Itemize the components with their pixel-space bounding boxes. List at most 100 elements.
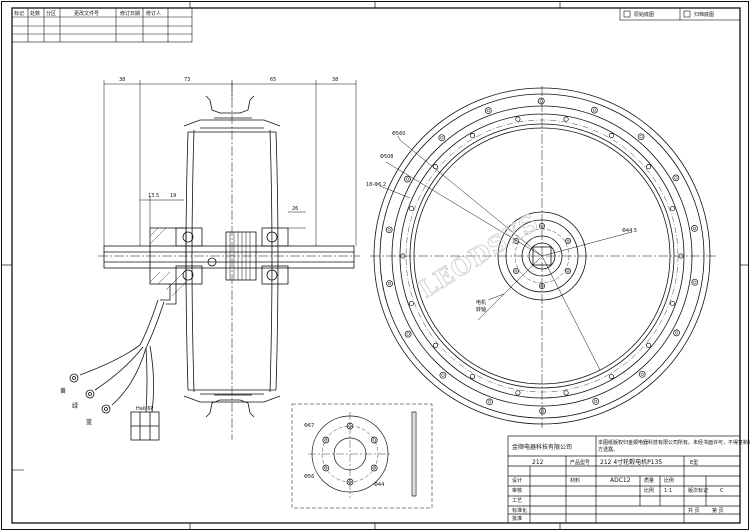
- spoke-hole: [645, 342, 652, 348]
- spoke-hole: [563, 116, 569, 122]
- scale-label: 比例: [644, 487, 654, 494]
- rim-bolt-hole: [691, 225, 698, 232]
- dim-flange-2: Φ44: [374, 482, 384, 488]
- rim-bolt-hole-inner: [592, 108, 597, 112]
- rim-bolt-hole-inner: [639, 135, 643, 139]
- rev-h0: 标记: [14, 10, 24, 17]
- dim-top-1: 73: [184, 77, 190, 83]
- weight-label: 质量: [644, 477, 654, 484]
- hub-bolt-hole: [539, 283, 545, 289]
- inner-border: [11, 7, 741, 524]
- rim-bolt-hole: [404, 330, 412, 338]
- rim-bolt-hole-inner: [387, 282, 392, 286]
- top-right-boxes: [619, 7, 741, 21]
- spoke-hole: [515, 116, 521, 122]
- side-view: [98, 82, 360, 440]
- total-sheets: 共 页: [688, 507, 700, 514]
- rim-bolt-hole-inner: [405, 177, 409, 181]
- hub-bolt-hole-inner: [514, 269, 518, 273]
- rim-bolt-hole-inner: [693, 280, 697, 284]
- spoke-hole: [608, 373, 615, 379]
- rim-bolt-hole-inner: [674, 176, 678, 180]
- flange-bolt-hole: [346, 422, 354, 430]
- title-block: [507, 435, 741, 524]
- dim-flange-0: Φ67: [304, 423, 314, 429]
- spoke-hole: [678, 253, 684, 259]
- wire-yellow: 黄: [60, 387, 66, 395]
- left-dimension-lines: [140, 196, 184, 228]
- hub-bolt-hole: [513, 268, 519, 274]
- rim-bolt-hole: [691, 278, 699, 286]
- row-approve: 批准: [512, 515, 522, 522]
- flange-detail: [291, 403, 433, 509]
- rim-bolt-hole-inner: [692, 226, 697, 230]
- spoke-hole: [563, 390, 569, 396]
- flange-bolt-holes: [322, 422, 378, 486]
- flange-bolt-hole: [370, 464, 378, 472]
- rim-bolt-hole: [672, 174, 680, 182]
- row-standard: 标准化: [512, 507, 527, 514]
- dim-front-0: Φ560: [392, 131, 405, 137]
- row-design: 设计: [512, 477, 522, 484]
- copyright-note-2: 方透露。: [598, 446, 618, 453]
- dim-top-0: 38: [119, 77, 125, 83]
- dim-right-0: 26: [292, 206, 298, 212]
- material-mark: ADC12: [610, 477, 631, 484]
- connector-note: Hall 6P: [136, 406, 153, 412]
- spoke-hole: [432, 164, 439, 170]
- hub-bolt-hole: [513, 238, 519, 244]
- spoke-hole: [515, 390, 521, 396]
- rim-bolt-hole: [592, 398, 600, 405]
- hub-bolt-hole: [565, 268, 571, 274]
- dim-top-3: 38: [332, 77, 338, 83]
- flange-bolt-hole-inner: [372, 466, 376, 470]
- approval-label: 产品型号: [570, 459, 590, 466]
- flange-bolt-hole: [370, 436, 378, 444]
- hub-bolt-holes: [513, 223, 571, 289]
- version-value: C: [720, 488, 724, 494]
- spoke-hole: [670, 205, 676, 212]
- rim-bolt-hole-inner: [441, 373, 445, 377]
- wire-green: 绿: [72, 402, 78, 410]
- sheet-no: 第 页: [712, 507, 724, 514]
- hub-bolt-hole-inner: [540, 224, 544, 228]
- rim-bolt-hole-inner: [640, 372, 644, 376]
- drawing-no: 212: [532, 459, 544, 466]
- wire-blue: 蓝: [86, 418, 92, 426]
- watermark: LEODSYS: [413, 207, 543, 303]
- dim-front-3: 18-Φ6.2: [366, 182, 386, 188]
- dim-front-4: Φ44.5: [622, 228, 637, 234]
- part-name: 212 4寸轮毂电机P135: [600, 458, 662, 466]
- material-label: 材料: [570, 477, 580, 484]
- flange-bolt-hole: [322, 436, 330, 444]
- spoke-hole: [469, 133, 476, 139]
- rim-bolt-hole-inner: [486, 109, 490, 113]
- dim-front-1: Φ508: [380, 154, 393, 160]
- rev-h5: 修订人: [146, 10, 161, 17]
- flange-bolt-hole: [346, 478, 354, 486]
- revision-headers: 标记 处数 分区 更改文件号 修订日期 修订人: [14, 10, 161, 17]
- spoke-hole: [408, 300, 414, 307]
- top-dimension-lines: [103, 80, 357, 246]
- rim-bolt-hole-inner: [440, 136, 444, 140]
- spoke-hole: [469, 373, 476, 379]
- front-bolt-holes: [385, 97, 699, 415]
- row-review: 审核: [512, 487, 522, 494]
- rev-h1: 处数: [30, 10, 40, 17]
- flange-bolt-hole-inner: [324, 466, 328, 470]
- spoke-hole: [432, 342, 439, 348]
- revision-table: [11, 7, 193, 43]
- hub-bolt-hole: [539, 223, 545, 229]
- rim-bolt-hole: [638, 370, 646, 378]
- spoke-hole: [608, 133, 615, 139]
- right-dimension-lines: [288, 211, 306, 229]
- front-view: [370, 86, 716, 428]
- rim-bolt-hole-inner: [594, 399, 598, 403]
- version-label: 版次标记: [688, 487, 708, 494]
- rim-bolt-hole: [438, 134, 446, 142]
- company-name: 金顺电器科技有限公司: [512, 443, 572, 451]
- rim-bolt-hole: [484, 107, 492, 114]
